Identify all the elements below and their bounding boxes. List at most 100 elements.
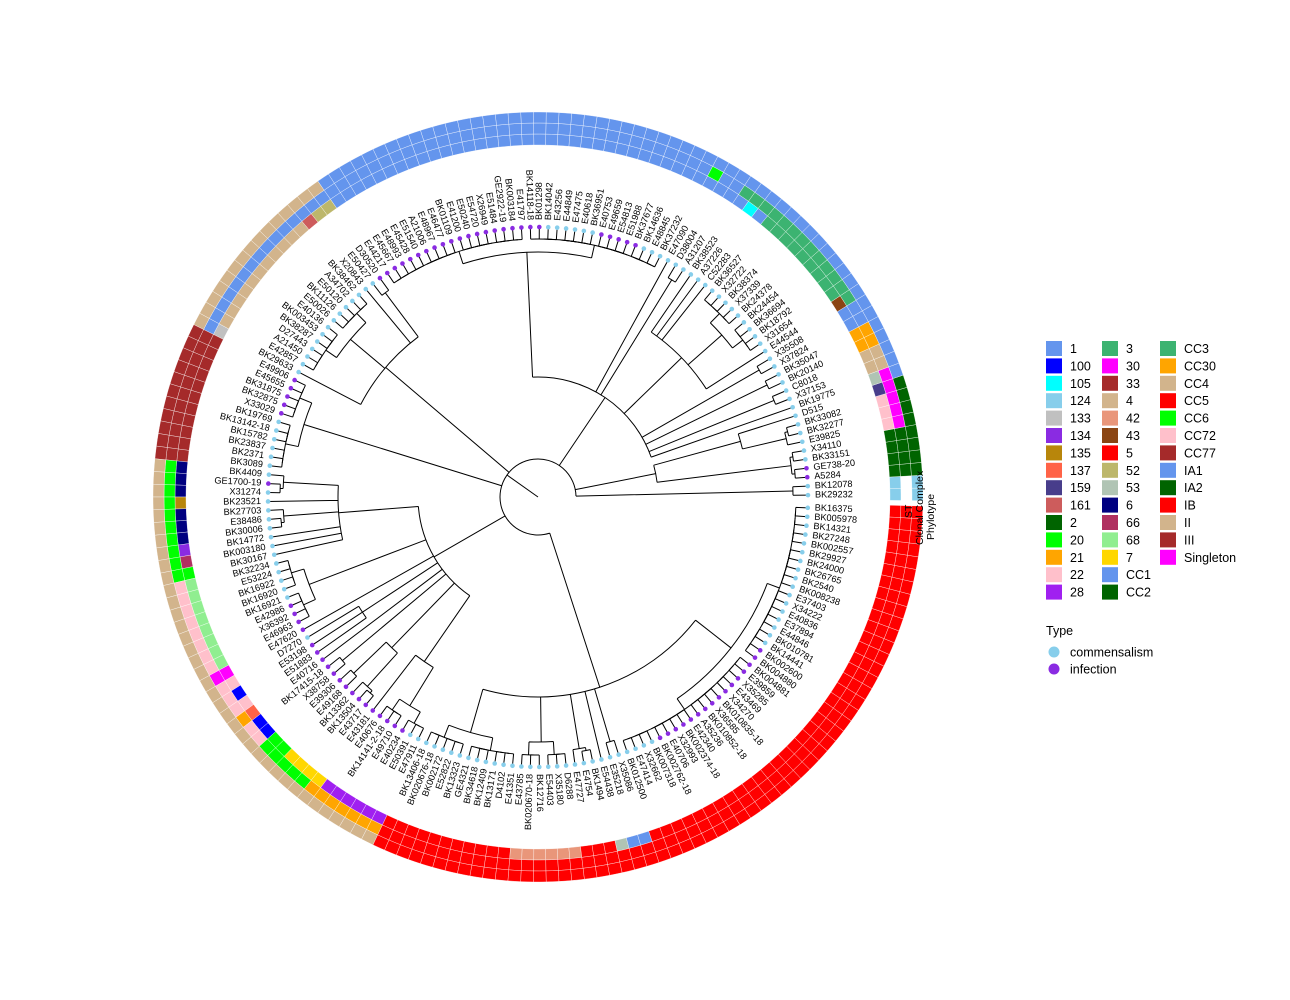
tree-branch — [654, 722, 669, 739]
st-ring-cell — [568, 135, 582, 148]
tip-label: E54403 — [544, 774, 555, 806]
st-ring-cell — [176, 448, 190, 463]
tip-point — [804, 514, 810, 520]
legend-swatch — [1160, 480, 1176, 496]
tip-point — [309, 642, 315, 648]
st-ring-cell — [889, 488, 902, 501]
phylotype-ring-cell — [457, 117, 473, 132]
st-ring-cell — [174, 496, 187, 510]
tip-point — [267, 525, 273, 531]
cc-ring-cell — [557, 858, 571, 871]
tip-point — [377, 713, 383, 719]
tip-point — [363, 286, 369, 292]
legend-label: 135 — [1070, 446, 1091, 460]
ring-label-phylotype: Phylotype — [925, 494, 937, 540]
phylotype-ring-cell — [595, 116, 610, 130]
phylotype-ring-cell — [457, 862, 473, 877]
tip-point — [270, 445, 275, 451]
tip-point — [296, 619, 301, 625]
type-legend-dot — [1048, 663, 1060, 675]
legend-label: 53 — [1126, 481, 1140, 495]
phylotype-ring-cell — [905, 554, 919, 570]
legend-swatch — [1160, 549, 1176, 565]
tip-point — [624, 749, 630, 755]
st-ring-cell — [533, 133, 546, 146]
tree-branch — [351, 294, 368, 311]
legend-swatch — [1102, 567, 1118, 583]
tip-point — [285, 394, 290, 399]
tip-point — [805, 492, 811, 498]
tree-branch — [667, 264, 684, 283]
cc-ring-cell — [533, 859, 547, 872]
legend-swatch — [1046, 358, 1062, 374]
legend-swatch — [1160, 445, 1176, 461]
tree-branch — [794, 511, 807, 527]
tip-point — [607, 234, 613, 240]
tip-label: BK4409 — [229, 466, 262, 479]
tip-point — [424, 248, 429, 254]
legend-swatch — [1102, 375, 1118, 391]
tip-point — [599, 232, 604, 237]
legend-label: 22 — [1070, 568, 1084, 582]
tip-point — [268, 534, 274, 540]
type-legend-label: commensalism — [1070, 646, 1153, 660]
tip-point — [370, 708, 376, 713]
legend-label: Singleton — [1184, 551, 1236, 565]
tip-point — [266, 472, 272, 477]
tip-point — [314, 650, 320, 655]
legend-label: 33 — [1126, 377, 1140, 391]
legend-label: CC1 — [1126, 568, 1151, 582]
tree-branch — [763, 613, 779, 628]
cc-ring-cell — [569, 124, 584, 137]
legend-swatch — [1160, 462, 1176, 478]
tip-point — [492, 761, 498, 766]
tip-label: BK14042 — [543, 182, 554, 220]
tree-branch — [302, 505, 471, 662]
tree-branch — [402, 719, 420, 731]
phylotype-ring-cell — [905, 424, 919, 440]
legend-label: CC3 — [1184, 342, 1209, 356]
tip-point — [274, 428, 279, 433]
tip-point — [415, 252, 421, 258]
st-ring-cell — [557, 847, 570, 860]
tip-point — [325, 324, 331, 330]
legend-label: 133 — [1070, 412, 1091, 426]
legend-label: 43 — [1126, 429, 1140, 443]
cc-ring-cell — [898, 450, 911, 465]
tip-point — [723, 688, 728, 694]
tree-branch — [298, 288, 419, 405]
cc-ring-cell — [569, 857, 584, 870]
phylotype-ring-cell — [902, 567, 917, 583]
legend-label: CC6 — [1184, 412, 1209, 426]
tip-point — [305, 354, 310, 359]
st-ring-cell — [521, 848, 535, 861]
tip-point — [350, 690, 355, 696]
legend-swatch — [1102, 358, 1118, 374]
st-ring-cell — [497, 846, 511, 860]
cc-ring-cell — [894, 426, 908, 441]
cc-ring-cell — [896, 438, 910, 453]
tree-branch — [409, 723, 425, 740]
phylotype-ring-cell — [520, 111, 534, 124]
phylotype-ring-cell — [558, 869, 572, 882]
legend-label: CC5 — [1184, 394, 1209, 408]
phylotype-ring-cell — [533, 870, 547, 883]
tip-label: E38486 — [230, 514, 262, 527]
tip-point — [735, 676, 741, 681]
tip-point — [798, 430, 803, 436]
tip-point — [519, 225, 524, 230]
tip-point — [266, 481, 271, 486]
tree-branch — [707, 302, 726, 312]
legend-label: 20 — [1070, 533, 1084, 547]
tree-branches — [268, 226, 808, 768]
tip-point — [424, 740, 429, 746]
legend-swatch — [1102, 428, 1118, 443]
legend-swatch — [1102, 584, 1118, 600]
tip-point — [288, 385, 294, 391]
cc-ring-cell — [581, 125, 596, 139]
legend-swatch — [1046, 567, 1062, 583]
legend-swatch — [1102, 515, 1118, 530]
tree-branch — [397, 263, 409, 281]
tip-point — [281, 402, 287, 408]
